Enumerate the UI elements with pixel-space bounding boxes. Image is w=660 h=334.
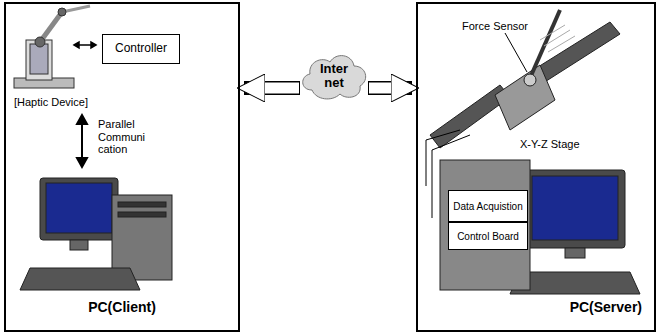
node-text: PC(Server)	[418, 300, 654, 315]
client-panel: PC(Client) Controller	[4, 2, 240, 332]
client-pc-drawing	[20, 178, 172, 290]
connector-arrow	[368, 88, 412, 89]
xyz-stage-drawing	[430, 10, 620, 148]
server-panel: PC(Server) Data AcquistionControl Board	[416, 2, 656, 332]
data-acquisition-box: Data Acquistion	[448, 190, 528, 222]
server-pc-drawing	[440, 160, 640, 294]
controller-box: Controller	[102, 34, 180, 64]
internet-cloud: Inter net	[298, 50, 370, 102]
haptic-device-drawing	[14, 6, 90, 88]
leader-line	[505, 33, 527, 72]
sensor-label: Force Sensor	[462, 20, 562, 33]
parallel-arrow	[77, 115, 87, 167]
node-text: Data Acquistion	[453, 201, 523, 212]
device-label: [Haptic Device]	[14, 96, 124, 109]
control-board-box: Control Board	[448, 222, 528, 250]
node-text: PC(Client)	[6, 300, 238, 315]
stage-label: X-Y-Z Stage	[520, 138, 620, 151]
node-text: Inter net	[314, 62, 354, 91]
connector-arrow	[244, 88, 300, 89]
link-label: Parallel Communi cation	[98, 118, 168, 156]
node-text: Controller	[115, 42, 167, 55]
device-link	[74, 42, 96, 48]
node-text: Control Board	[457, 231, 519, 242]
